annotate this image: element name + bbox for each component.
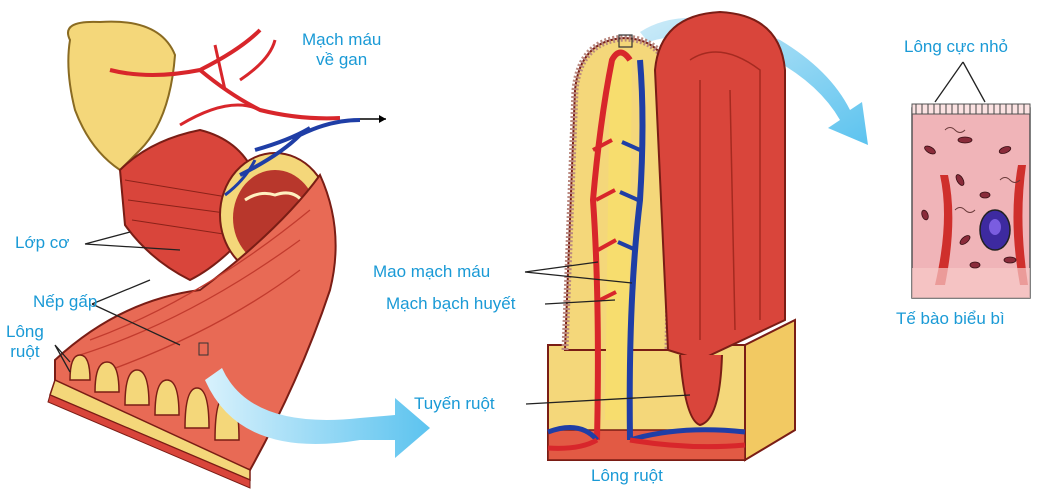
microvilli-leader [935, 62, 985, 102]
label-villi-left: Lông ruột [6, 322, 44, 362]
label-muscle-layer: Lớp cơ [15, 233, 69, 253]
label-intestinal-gland: Tuyến ruột [414, 394, 495, 414]
label-microvilli: Lông cực nhỏ [904, 37, 1008, 57]
epithelial-cell-drawing [912, 104, 1030, 298]
villus-drawing [548, 12, 795, 460]
intestine-drawing [48, 22, 386, 488]
label-fold: Nếp gấp [33, 292, 97, 312]
label-villus-bottom: Lông ruột [591, 466, 663, 486]
label-lymph-vessel: Mạch bạch huyết [386, 294, 515, 314]
label-capillaries: Mao mạch máu [373, 262, 490, 282]
label-blood-to-liver: Mạch máu về gan [302, 30, 381, 70]
label-epithelial-cell: Tế bào biểu bì [896, 309, 1005, 329]
